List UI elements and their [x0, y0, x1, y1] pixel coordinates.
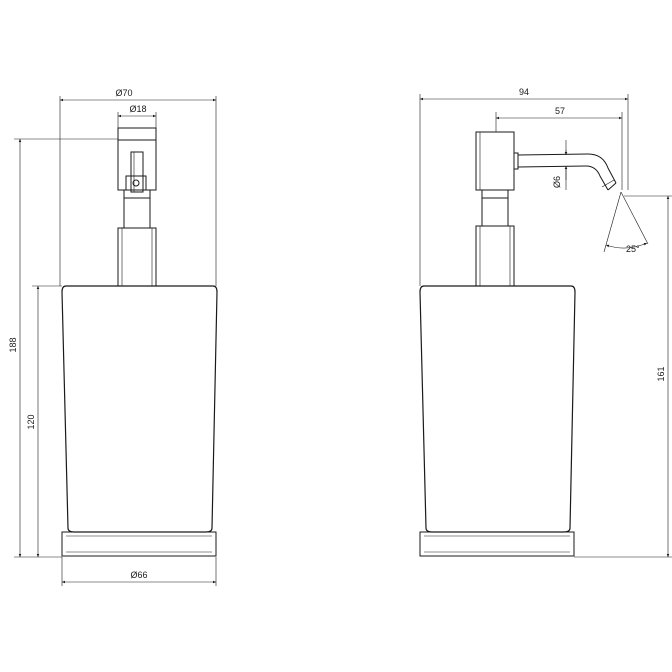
side-neck: [475, 189, 515, 287]
side-spout: [517, 153, 617, 191]
dim-angle: 25°: [603, 191, 649, 254]
dim-total-reach-label: 94: [519, 87, 529, 97]
dim-total-height-label: 188: [8, 337, 18, 352]
dim-top-inner: Ø18: [117, 104, 157, 128]
dim-bottom-label: Ø66: [130, 570, 147, 580]
front-pump-head: [117, 127, 157, 193]
dim-container-height-label: 120: [26, 414, 36, 429]
dim-angle-label: 25°: [626, 244, 640, 254]
front-view: Ø70 Ø18 188 120 Ø66: [8, 88, 218, 586]
side-container: [419, 285, 576, 557]
dim-top-inner-label: Ø18: [129, 104, 146, 114]
side-pump-head: [475, 131, 519, 191]
dim-bottom: Ø66: [61, 557, 217, 586]
dim-top-outer-label: Ø70: [115, 88, 132, 98]
front-container: [61, 285, 218, 557]
dim-spout-diameter-label: Ø6: [552, 176, 562, 188]
dim-spout-height-label: 161: [656, 366, 666, 381]
dim-total-reach: 94: [419, 87, 629, 286]
dim-spout-height: 161: [574, 195, 672, 558]
side-view: 94 57 Ø6 25° 161: [419, 87, 672, 558]
dim-top-outer: Ø70: [59, 88, 217, 286]
dim-spout-reach-label: 57: [555, 106, 565, 116]
front-neck: [117, 189, 157, 287]
dim-container-height: 120: [26, 285, 62, 557]
dim-spout-reach: 57: [495, 106, 623, 190]
dim-spout-diameter: Ø6: [552, 140, 568, 190]
